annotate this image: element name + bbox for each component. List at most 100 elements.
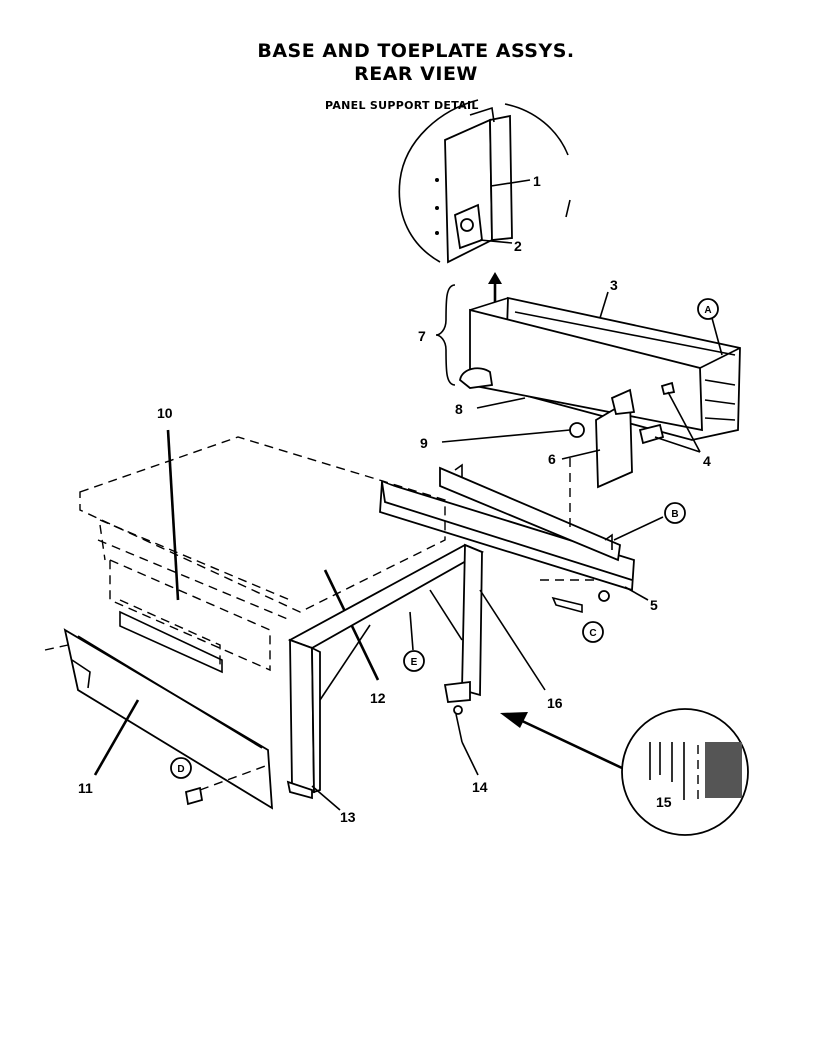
rail-tab	[454, 463, 463, 478]
bracket-6-tab	[610, 388, 636, 415]
part-number-13: 13	[340, 809, 356, 825]
leader-8	[476, 397, 526, 409]
toeplate-handle	[459, 367, 494, 389]
callout-A-letter: A	[704, 305, 711, 316]
detail-15-bracket-lines	[649, 742, 685, 800]
screw-c	[598, 590, 610, 602]
base-pan-fold	[97, 539, 291, 621]
panel-support-detail-label: PANEL SUPPORT DETAIL	[325, 99, 479, 112]
panel-support-bracket-side	[489, 114, 513, 241]
dashed-alignment	[44, 644, 69, 651]
leader-6	[561, 449, 601, 460]
leader-13	[311, 785, 341, 811]
frame-left-leg-side	[311, 646, 321, 794]
diagram-title-line2: REAR VIEW	[354, 63, 478, 85]
toeplate-11-notch	[71, 659, 91, 689]
side-rail-upper	[439, 466, 621, 562]
leveling-screw-14	[453, 705, 479, 776]
frame-top-rail	[287, 544, 485, 649]
frame-foot	[443, 680, 471, 703]
screw-14-shaft	[455, 713, 463, 743]
callout-B: B	[664, 502, 686, 524]
part-number-6: 6	[548, 451, 556, 467]
frame-left-leg	[289, 638, 315, 794]
toeplate-front-panel	[469, 308, 703, 432]
dashed-alignment	[199, 764, 269, 791]
callout-C-letter: C	[589, 628, 596, 639]
callout-A: A	[697, 298, 719, 320]
bracket-hole	[435, 178, 439, 182]
frame-brace	[429, 589, 463, 641]
part-number-16: 16	[547, 695, 563, 711]
part-number-9: 9	[420, 435, 428, 451]
arrow-15-shaft	[519, 718, 623, 770]
leader-11	[93, 699, 140, 776]
toeplate-assembly	[435, 284, 741, 489]
detail-15-hatched-area	[705, 742, 742, 798]
callout-D-letter: D	[177, 764, 184, 775]
leader-14	[461, 741, 479, 776]
part-number-7: 7	[418, 328, 426, 344]
leader-A	[711, 317, 723, 356]
bracket-top-flange	[469, 106, 495, 123]
clip-4-upper	[660, 381, 676, 396]
rail-tab	[604, 533, 613, 550]
front-toeplate	[44, 628, 274, 810]
detail-circle-left-arc	[398, 99, 479, 263]
leader-4b	[654, 436, 701, 453]
brace-7	[435, 284, 456, 386]
frame-foot-left	[286, 780, 313, 800]
part-number-8: 8	[455, 401, 463, 417]
base-pan-outline	[79, 436, 446, 613]
leader-16	[479, 589, 546, 691]
rail-foot	[551, 596, 583, 614]
part-number-4: 4	[703, 453, 711, 469]
toeplate-inner-edge	[514, 311, 736, 356]
toeplate-edge	[699, 347, 741, 369]
base-pan-fold	[99, 519, 291, 601]
leader-3	[599, 291, 609, 319]
detail-arrow-head	[488, 272, 502, 284]
diagram-title-line1: BASE AND TOEPLATE ASSYS.	[257, 40, 575, 62]
part-number-15: 15	[656, 794, 672, 810]
screw-14-head	[453, 705, 463, 715]
callout-E: E	[403, 650, 425, 672]
frame-right-leg	[461, 543, 483, 697]
detail-circle-tick	[565, 199, 571, 218]
frame-brace	[319, 624, 371, 701]
detail-15-view	[500, 708, 749, 836]
callout-B-letter: B	[671, 509, 678, 520]
part-number-11: 11	[78, 780, 93, 796]
bracket-hole	[435, 206, 439, 210]
detail-15-circle	[621, 708, 749, 836]
callout-E-letter: E	[411, 657, 418, 668]
toeplate-edge	[469, 297, 509, 311]
leader-10	[166, 429, 180, 601]
toeplate-11-fold	[77, 635, 263, 749]
part-number-14: 14	[472, 779, 488, 795]
arrow-15-head	[500, 712, 528, 728]
leader-B	[613, 516, 664, 541]
part-number-2: 2	[514, 238, 522, 254]
base-frame	[286, 543, 546, 811]
side-rail-assembly	[379, 458, 664, 614]
callout-D: D	[170, 757, 192, 779]
screw-9	[569, 422, 585, 438]
bracket-hole	[435, 231, 439, 235]
leader-2	[479, 239, 513, 244]
base-pan-rail	[119, 610, 223, 674]
base-pan-lower	[109, 558, 271, 672]
part-number-10: 10	[157, 405, 173, 421]
toeplate-side-hatch	[704, 379, 736, 421]
screw-D	[184, 786, 204, 806]
part-number-1: 1	[533, 173, 541, 189]
clip-screw	[460, 218, 474, 232]
leader-9	[441, 429, 571, 443]
screw-E-shaft	[409, 611, 414, 651]
part-number-5: 5	[650, 597, 658, 613]
base-pan-edge	[99, 524, 106, 561]
base-pan-assembly	[79, 429, 446, 681]
part-number-12: 12	[370, 690, 386, 706]
leader-4	[667, 391, 701, 453]
